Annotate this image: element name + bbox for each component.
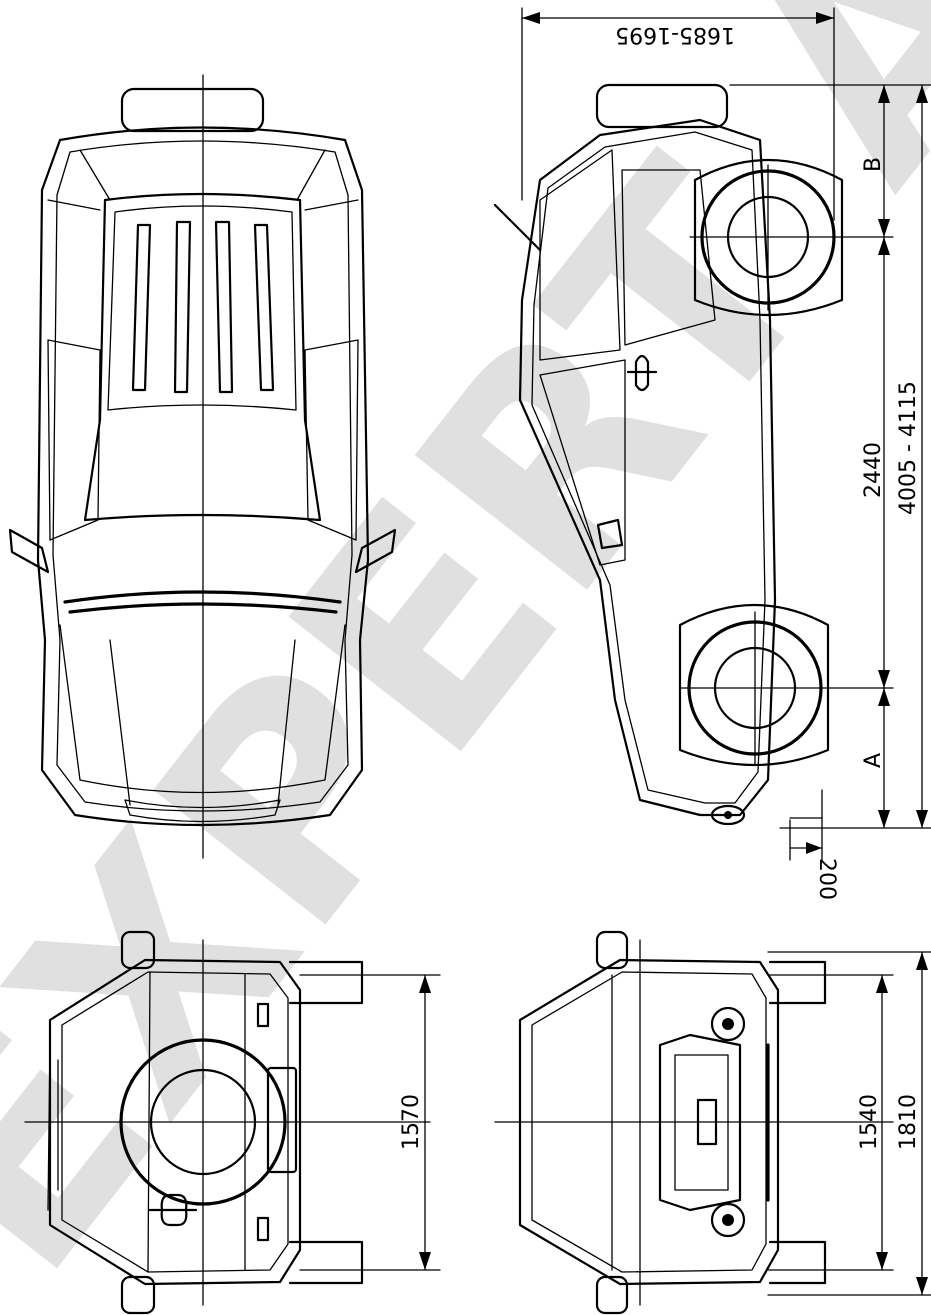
height-label: 1685-1695 (615, 22, 735, 47)
side-view (493, 83, 894, 826)
front-track-label: 1540 (857, 1094, 882, 1150)
width-label: 1810 (896, 1094, 921, 1150)
front-view: 1540 1810 (494, 930, 931, 1315)
rear-track-label: 1570 (399, 1094, 424, 1150)
side-dimensions: 1685-1695 4005 - 4115 B 2440 A 200 (521, 7, 931, 900)
rear-view: 1570 (24, 930, 441, 1315)
wheelbase-label: 2440 (861, 442, 886, 498)
top-view (8, 74, 397, 859)
rear-overhang-label: B (861, 157, 886, 172)
length-label: 4005 - 4115 (896, 381, 921, 515)
front-overhang-label: A (861, 753, 886, 768)
ground-clearance-label: 200 (814, 858, 839, 900)
